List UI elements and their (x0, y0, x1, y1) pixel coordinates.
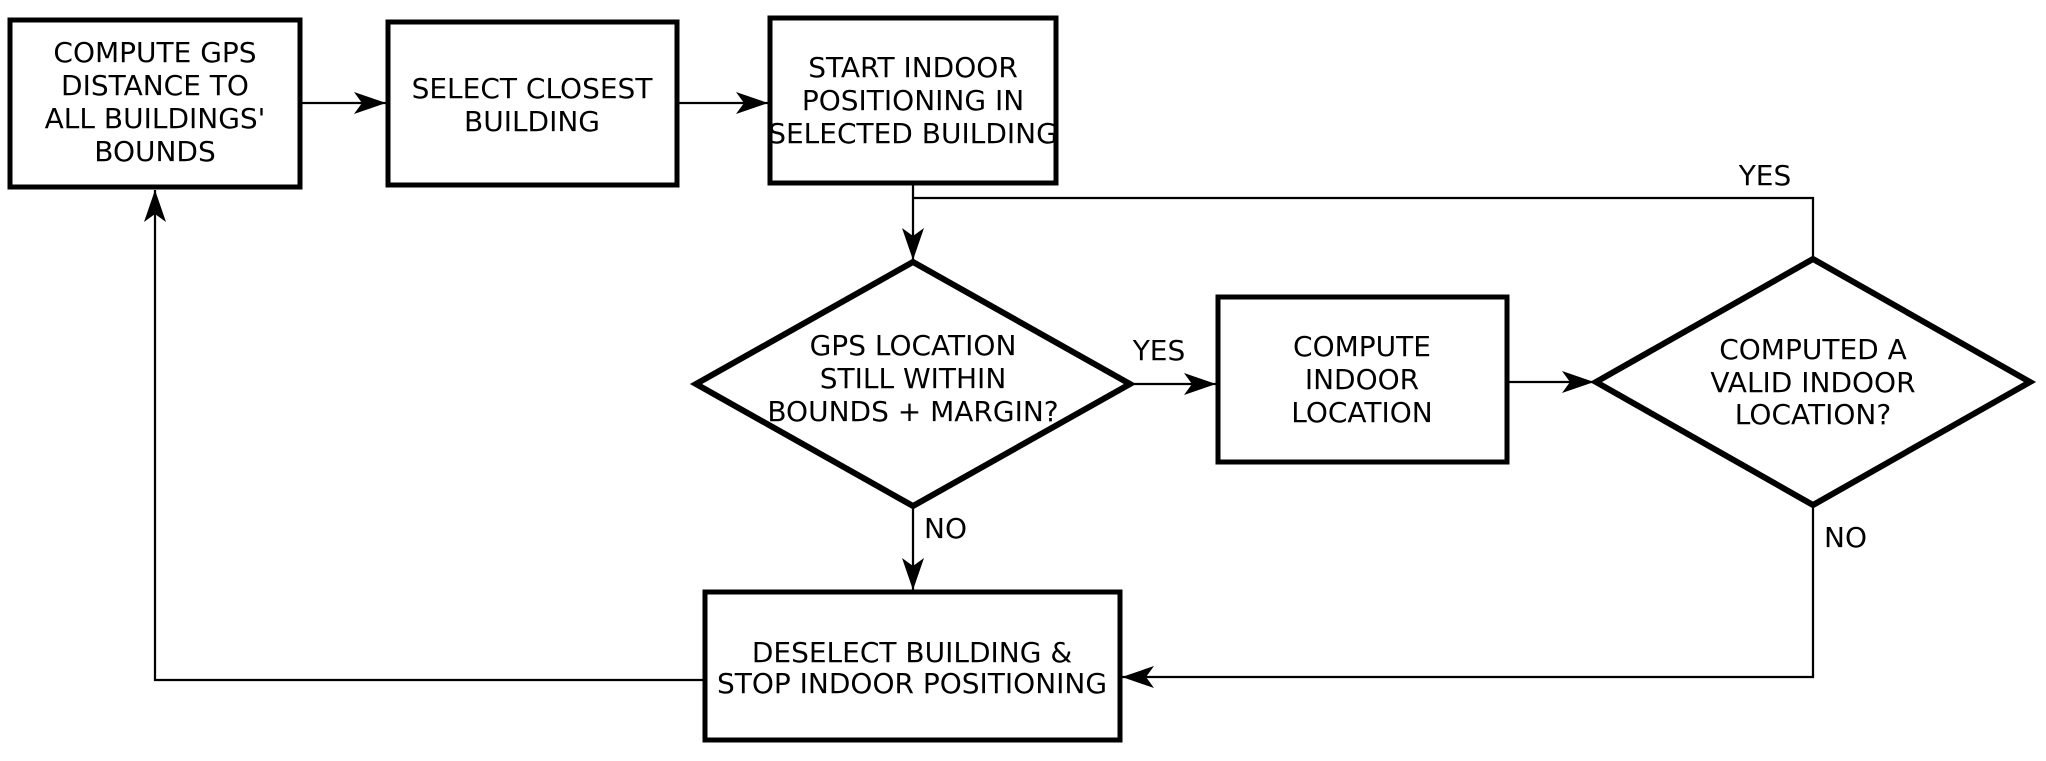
edge-label-yes-computed-valid: YES (1738, 159, 1792, 192)
process-box (1215, 294, 1510, 465)
edge-label-no-computed-valid: NO (1824, 521, 1867, 554)
edge-label-yes-gps-within: YES (1132, 334, 1186, 367)
decision-diamond (689, 258, 1137, 510)
node-compute-indoor-location: COMPUTE INDOOR LOCATION (1215, 294, 1510, 465)
process-box (702, 589, 1123, 743)
node-computed-valid-indoor-location: COMPUTED A VALID INDOOR LOCATION? (1589, 255, 2037, 509)
node-label: GPS LOCATION (810, 329, 1017, 362)
node-label: BOUNDS (94, 135, 216, 168)
edge-computed-valid-no-to-deselect (1122, 505, 1815, 688)
node-label: DESELECT BUILDING & (752, 636, 1072, 669)
node-gps-still-within-bounds: GPS LOCATION STILL WITHIN BOUNDS + MARGI… (689, 258, 1137, 510)
node-label: BUILDING (464, 105, 600, 138)
process-box (767, 15, 1059, 186)
node-deselect-building-stop: DESELECT BUILDING & STOP INDOOR POSITION… (702, 589, 1123, 743)
node-label: LOCATION? (1735, 398, 1891, 431)
node-label: VALID INDOOR (1710, 366, 1915, 399)
node-label: DISTANCE TO (61, 69, 249, 102)
node-label: ALL BUILDINGS' (45, 102, 266, 135)
node-label: COMPUTE GPS (53, 36, 256, 69)
node-label: SELECTED BUILDING (768, 117, 1058, 150)
node-select-closest-building: SELECT CLOSEST BUILDING (385, 19, 680, 188)
node-label: SELECT CLOSEST (412, 72, 654, 105)
process-box (7, 17, 303, 190)
node-label: COMPUTE (1293, 330, 1431, 363)
node-label: POSITIONING IN (802, 84, 1024, 117)
node-label: STILL WITHIN (820, 362, 1007, 395)
node-start-indoor-positioning: START INDOOR POSITIONING IN SELECTED BUI… (767, 15, 1059, 186)
edge-deselect-loop-to-compute-gps (144, 190, 705, 682)
node-label: COMPUTED A (1719, 333, 1907, 366)
process-box (385, 19, 680, 188)
edge-computed-valid-yes-return (913, 196, 1815, 259)
node-label: LOCATION (1291, 396, 1433, 429)
node-compute-gps-distance: COMPUTE GPS DISTANCE TO ALL BUILDINGS' B… (7, 17, 303, 190)
edge-label-no-gps-within: NO (924, 512, 967, 545)
node-label: STOP INDOOR POSITIONING (717, 667, 1107, 700)
node-label: INDOOR (1305, 363, 1419, 396)
node-label: BOUNDS + MARGIN? (767, 395, 1058, 428)
decision-diamond (1589, 255, 2037, 509)
node-label: START INDOOR (808, 51, 1018, 84)
